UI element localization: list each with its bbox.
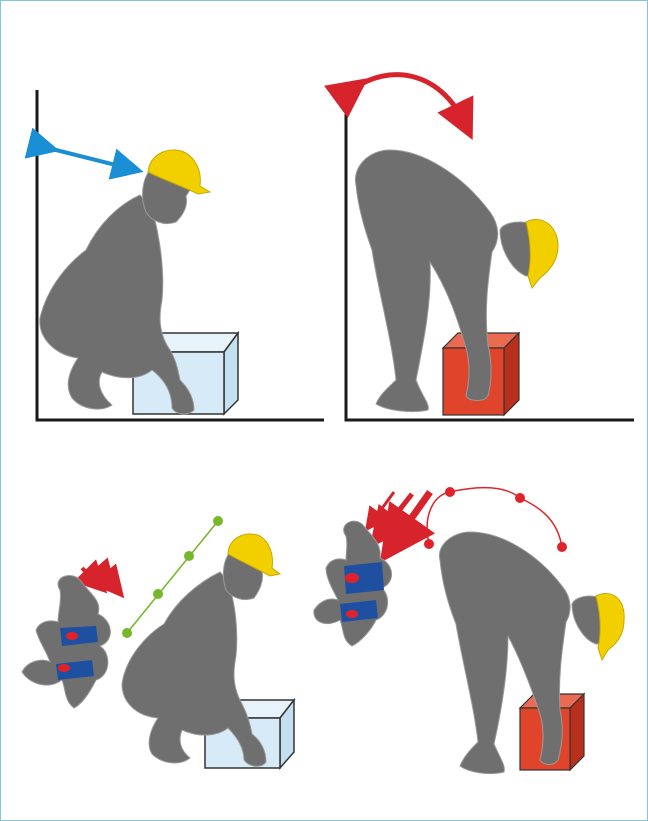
panel-correct-squat (37, 90, 324, 420)
pressure-arrows-icon (82, 566, 114, 586)
helmet-icon (596, 593, 624, 660)
helmet-icon (526, 219, 558, 288)
panel-incorrect-bent (346, 75, 634, 420)
worker-squatting (40, 168, 194, 414)
panel-incorrect-spine (314, 487, 624, 774)
panel-correct-spine (22, 516, 294, 768)
distance-arrow-icon (44, 147, 128, 168)
bend-arrow-icon (352, 75, 464, 122)
spine-icon (22, 575, 110, 708)
pressure-arrows-icon (372, 492, 430, 540)
worker-squatting (122, 549, 266, 767)
spine-icon (314, 521, 392, 646)
